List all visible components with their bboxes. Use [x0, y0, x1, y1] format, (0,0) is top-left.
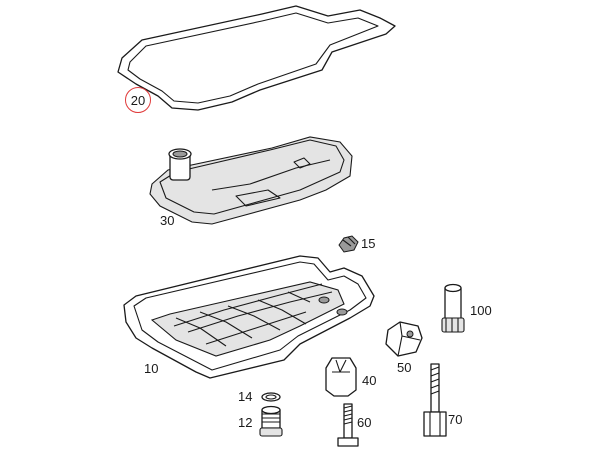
drain-plug-part[interactable]	[259, 405, 283, 437]
part-12-label[interactable]: 12	[238, 415, 253, 430]
clip-part[interactable]	[338, 235, 359, 253]
gasket-part[interactable]	[117, 5, 396, 111]
tube-part[interactable]	[441, 283, 465, 333]
part-100-label[interactable]: 100	[470, 303, 492, 318]
part-20-label: 20	[130, 92, 146, 108]
part-10-label[interactable]: 10	[144, 361, 159, 376]
connector-part[interactable]	[385, 321, 423, 357]
seal-ring-part[interactable]	[261, 392, 281, 402]
part-20-callout[interactable]: 20	[125, 87, 151, 113]
bolt-part[interactable]	[337, 403, 359, 447]
part-50-label[interactable]: 50	[397, 360, 412, 375]
part-15-label[interactable]: 15	[361, 236, 376, 251]
filter-part[interactable]	[149, 136, 353, 225]
fill-stud-part[interactable]	[423, 363, 447, 437]
oil-pan-part[interactable]	[123, 255, 375, 379]
part-60-label[interactable]: 60	[357, 415, 372, 430]
part-30-label[interactable]: 30	[160, 213, 175, 228]
part-70-label[interactable]: 70	[448, 412, 463, 427]
part-40-label[interactable]: 40	[362, 373, 377, 388]
guide-sleeve-part[interactable]	[325, 357, 357, 397]
part-14-label[interactable]: 14	[238, 389, 253, 404]
